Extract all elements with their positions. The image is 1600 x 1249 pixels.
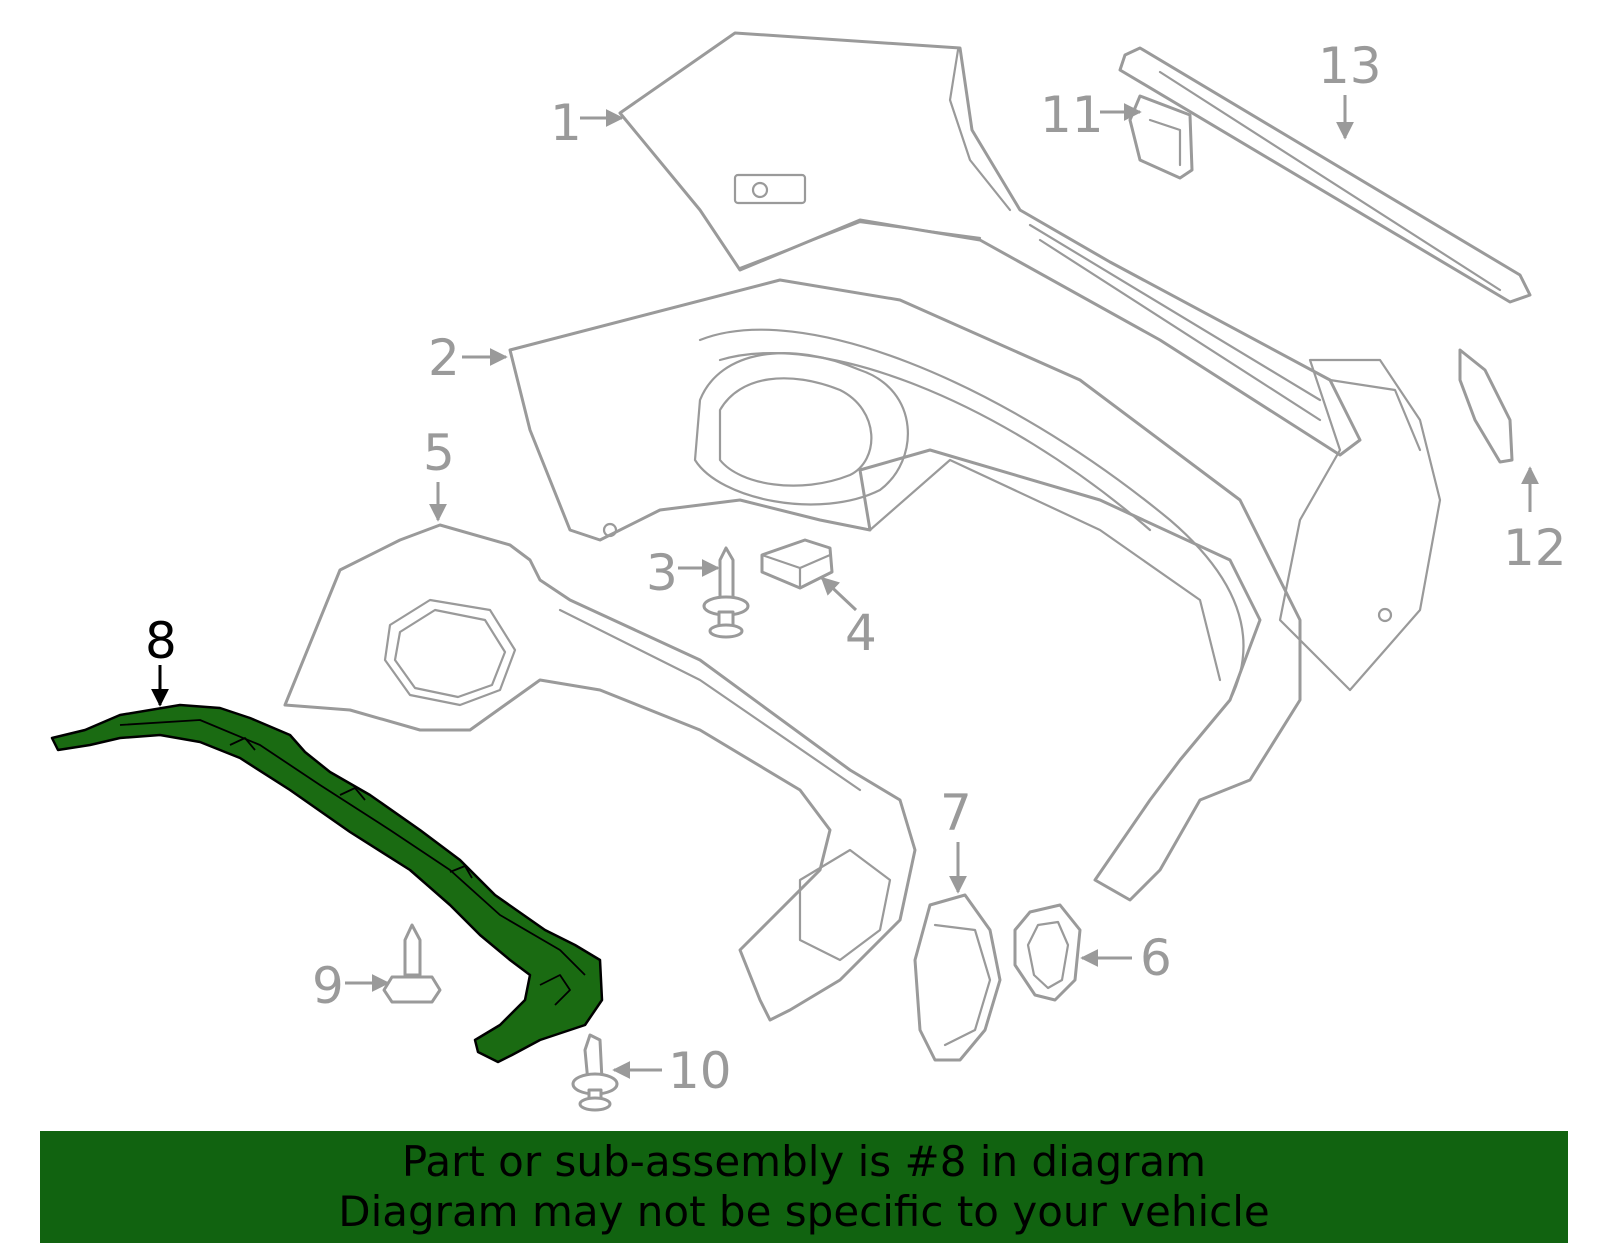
callout-label-10: 10 <box>668 1042 732 1100</box>
callout-label-5: 5 <box>423 424 455 482</box>
callout-4: 4 <box>820 576 877 662</box>
callout-5: 5 <box>423 424 455 522</box>
part-1-upper-cover[interactable] <box>618 31 1362 457</box>
info-banner: Part or sub-assembly is #8 in diagram Di… <box>40 1131 1568 1243</box>
callout-11: 11 <box>1040 86 1142 144</box>
callout-label-9: 9 <box>312 957 344 1015</box>
part-2-bumper-cover[interactable] <box>508 278 1442 902</box>
callout-label-4: 4 <box>845 604 877 662</box>
callout-9: 9 <box>312 957 390 1015</box>
callout-label-8: 8 <box>145 612 177 670</box>
callout-label-11: 11 <box>1040 86 1104 144</box>
callout-label-3: 3 <box>646 544 678 602</box>
callout-label-1: 1 <box>550 94 582 152</box>
callout-12: 12 <box>1503 466 1567 577</box>
callout-label-6: 6 <box>1140 929 1172 987</box>
part-8-bracket-highlighted[interactable] <box>50 703 604 1064</box>
callout-label-7: 7 <box>940 784 972 842</box>
part-4-block[interactable] <box>760 538 834 590</box>
callout-label-13: 13 <box>1318 37 1382 95</box>
callout-8: 8 <box>145 612 177 707</box>
part-12-side-bracket[interactable] <box>1458 348 1514 464</box>
callout-6: 6 <box>1080 929 1172 987</box>
part-9-push-clip[interactable] <box>382 923 442 1004</box>
callout-3: 3 <box>646 544 720 602</box>
callout-1: 1 <box>550 94 624 152</box>
callout-7: 7 <box>940 784 972 894</box>
part-10-push-clip[interactable] <box>571 1033 619 1112</box>
part-5-lower-diffuser[interactable] <box>283 523 917 1022</box>
callout-label-12: 12 <box>1503 519 1567 577</box>
part-6-ring[interactable] <box>1013 903 1082 1002</box>
part-3-clip[interactable] <box>702 546 750 639</box>
part-13-trim-strip[interactable] <box>1118 46 1532 304</box>
callout-label-2: 2 <box>428 329 460 387</box>
callout-2: 2 <box>428 329 508 387</box>
banner-line-1: Part or sub-assembly is #8 in diagram <box>401 1137 1207 1186</box>
banner-line-2: Diagram may not be specific to your vehi… <box>338 1187 1270 1236</box>
callout-13: 13 <box>1318 37 1382 140</box>
part-7-bracket[interactable] <box>913 893 1002 1062</box>
parts-diagram: 1 2 3 4 5 6 7 8 9 10 11 12 <box>50 31 1567 1112</box>
callout-10: 10 <box>612 1042 732 1100</box>
